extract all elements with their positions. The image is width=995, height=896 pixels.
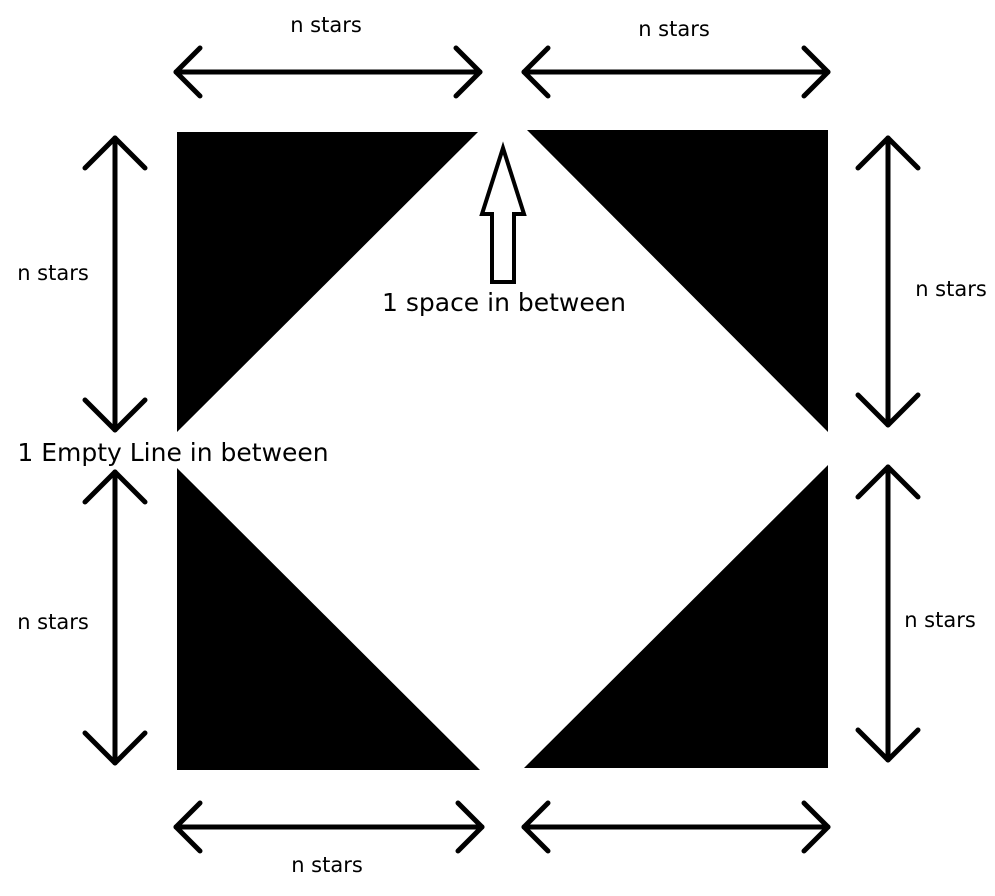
triangle-top-left [177,132,478,432]
label-right-lower: n stars [904,608,976,632]
triangle-top-right [527,130,828,432]
left-lower-double-arrow-icon [82,469,148,766]
label-top-left: n stars [290,13,362,37]
bottom-right-double-arrow-icon [521,800,831,854]
label-left-upper: n stars [17,261,89,285]
label-right-upper: n stars [915,277,987,301]
bottom-left-double-arrow-icon [173,800,485,854]
triangle-bottom-right [524,465,828,768]
left-upper-double-arrow-icon [82,135,148,433]
right-upper-double-arrow-icon [855,135,921,428]
top-right-double-arrow-icon [521,45,831,99]
triangles [177,130,828,770]
horizontal-arrows [173,45,831,854]
top-left-double-arrow-icon [173,45,483,99]
triangle-bottom-left [177,468,480,770]
block-up-arrow-icon [479,141,527,284]
label-space-note: 1 space in between [382,288,626,317]
vertical-arrows [82,135,921,766]
label-line-note: 1 Empty Line in between [17,438,328,467]
right-lower-double-arrow-icon [855,464,921,763]
labels: n stars n stars n stars n stars n stars … [17,13,987,877]
label-left-lower: n stars [17,610,89,634]
label-bottom-left: n stars [291,853,363,877]
label-top-right: n stars [638,17,710,41]
